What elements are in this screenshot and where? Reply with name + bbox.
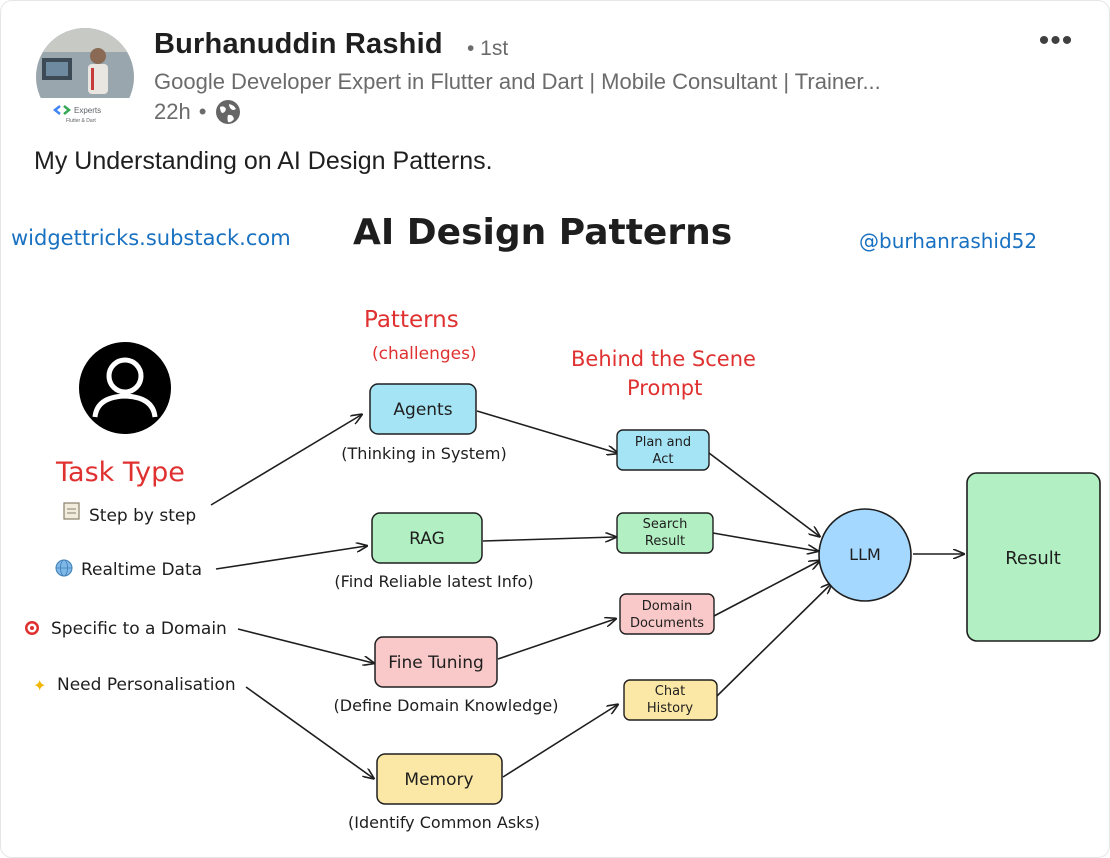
task-label: Realtime Data [81,560,202,580]
arrow-task-to-rag [215,546,366,570]
arrow-plan-to-llm [708,452,819,536]
notepad-icon [63,502,80,520]
pattern-fine-tuning[interactable]: Fine Tuning [374,636,498,688]
arrow-task-to-finetuning [237,628,373,663]
arrow-task-to-memory [245,686,373,778]
task-personalisation: ✦ Need Personalisation [33,675,236,695]
prompt-line2: Act [653,452,674,467]
patterns-subheading: (challenges) [372,344,477,364]
author-name[interactable]: Burhanuddin Rashid [154,28,443,60]
ai-design-patterns-diagram[interactable]: widgettricks.substack.com AI Design Patt… [1,191,1110,858]
connection-degree: • 1st [467,37,509,60]
post-time: 22h [154,99,191,124]
author-headline: Google Developer Expert in Flutter and D… [154,69,881,94]
target-icon [25,621,39,635]
arrow-domain-to-llm [713,561,819,617]
pattern-agents[interactable]: Agents [369,383,477,435]
pattern-label: RAG [409,529,445,549]
prompt-line1: Domain [642,599,692,614]
pattern-caption: (Identify Common Asks) [348,813,540,832]
post-meta: 22h • [154,98,242,126]
result-node[interactable]: Result [966,472,1101,642]
avatar-photo: Experts Flutter & Dart [36,28,134,126]
arrow-memory-to-chat [502,705,617,778]
more-options-button[interactable]: ••• [1034,23,1078,59]
badge-sub: Flutter & Dart [66,118,96,124]
behind-heading-line2: Prompt [627,376,702,400]
arrow-task-to-agents [210,415,361,506]
globe-icon[interactable] [214,98,242,126]
pattern-label: Fine Tuning [388,653,484,673]
task-label: Need Personalisation [57,675,236,695]
prompt-line2: Documents [630,616,704,631]
meta-separator: • [198,99,207,124]
handle-text: @burhanrashid52 [859,229,1037,253]
task-realtime-data: Realtime Data [55,559,202,580]
task-label: Step by step [89,506,196,526]
diagram-title: AI Design Patterns [353,212,732,253]
more-horizontal-icon: ••• [1038,24,1074,57]
task-type-heading: Task Type [55,457,185,488]
llm-label: LLM [849,545,881,564]
arrow-chat-to-llm [716,584,831,697]
prompt-line2: Result [645,534,685,549]
prompt-line1: Plan and [635,435,691,450]
pattern-caption: (Define Domain Knowledge) [334,696,559,715]
pattern-rag[interactable]: RAG [371,512,483,564]
prompt-line1: Search [643,517,688,532]
prompt-line1: Chat [655,684,685,699]
pattern-memory[interactable]: Memory [376,753,503,805]
arrow-rag-to-search [482,537,615,541]
user-icon [79,342,171,434]
task-label: Specific to a Domain [51,619,227,639]
task-specific-domain: Specific to a Domain [25,619,227,639]
badge-label: Experts [74,106,101,115]
website-text: widgettricks.substack.com [11,226,291,250]
patterns-heading: Patterns [364,307,459,333]
arrow-search-to-llm [712,532,817,551]
post-text: My Understanding on AI Design Patterns. [34,147,493,175]
pattern-caption: (Thinking in System) [341,444,506,463]
result-label: Result [1005,548,1061,569]
prompt-line2: History [647,701,694,716]
pattern-label: Agents [393,400,452,420]
pattern-label: Memory [404,770,473,790]
pattern-caption: (Find Reliable latest Info) [334,572,533,591]
arrow-agents-to-plan [476,410,617,453]
sparkles-icon: ✦ [33,676,46,695]
prompt-search-result[interactable]: Search Result [616,512,714,554]
prompt-chat-history[interactable]: Chat History [623,679,718,721]
llm-node[interactable]: LLM [818,508,912,602]
arrow-finetuning-to-domain [497,619,615,660]
prompt-domain-documents[interactable]: Domain Documents [619,593,715,635]
prompt-plan-and-act[interactable]: Plan and Act [616,429,710,471]
task-step-by-step: Step by step [63,502,196,526]
behind-heading-line1: Behind the Scene [571,347,756,371]
connector-arrows [210,410,963,778]
author-avatar[interactable]: Experts Flutter & Dart [36,28,134,126]
